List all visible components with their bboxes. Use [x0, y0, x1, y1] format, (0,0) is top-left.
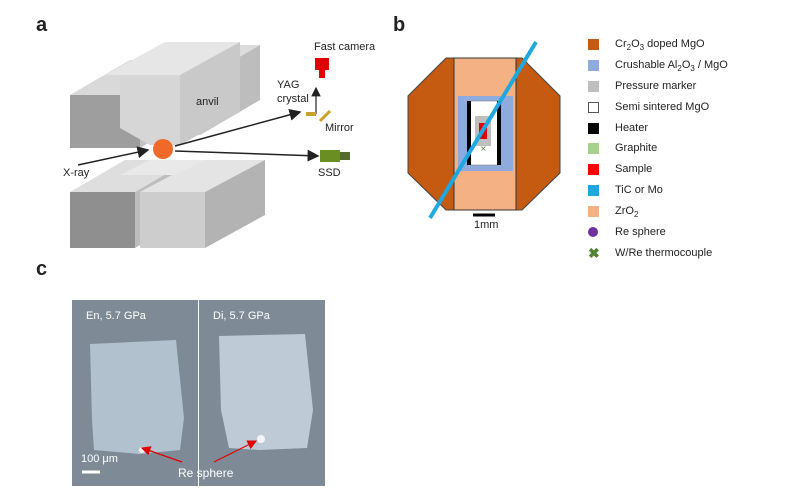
legend-swatch	[588, 39, 599, 50]
yag-label: YAG	[277, 79, 299, 91]
anvil-block	[120, 160, 205, 175]
sample-cell	[153, 139, 173, 159]
anvil-block	[105, 42, 240, 75]
beam-arrow-mirror	[174, 108, 302, 147]
micrograph-di: Di, 5.7 GPa	[199, 300, 325, 486]
legend-swatch	[588, 80, 599, 92]
legend-label: Crushable Al2O3 / MgO	[615, 58, 728, 74]
panel-label-a: a	[36, 14, 48, 36]
anvil-block	[140, 160, 265, 192]
crystal-label: crystal	[277, 93, 309, 105]
micrograph-title-en: En, 5.7 GPa	[86, 310, 146, 322]
legend-label: Sample	[615, 163, 653, 176]
heater	[467, 101, 471, 165]
legend-swatch	[588, 164, 599, 176]
anvil-block	[70, 192, 135, 248]
legend-label: W/Re thermocouple	[615, 246, 713, 259]
yag-crystal	[306, 112, 316, 116]
re-sphere-label: Re sphere	[178, 466, 234, 480]
anvil-block	[205, 160, 265, 248]
heater	[497, 101, 501, 165]
scale-label-b: 1mm	[474, 219, 498, 231]
legend-swatch	[588, 185, 599, 197]
legend-swatch	[588, 59, 599, 71]
xray-label: X-ray	[63, 167, 90, 179]
xray-arrow	[77, 146, 150, 166]
thermocouple-mark: ×	[480, 144, 487, 153]
legend-label: Cr2O3 doped MgO	[615, 38, 705, 53]
legend-label: Re sphere	[615, 226, 666, 239]
zro2-plug	[470, 60, 500, 90]
mirror	[318, 109, 332, 123]
legend-label: Graphite	[615, 142, 658, 155]
anvil-block	[180, 42, 240, 145]
legend-swatch	[588, 122, 599, 134]
legend-label: TiC or Mo	[615, 184, 663, 197]
beam-arrow-ssd	[174, 149, 320, 162]
legend-swatch: ✖	[588, 244, 600, 261]
anvil-label: anvil	[196, 96, 219, 108]
legend-swatch	[588, 143, 599, 155]
legend-label: Heater	[615, 121, 649, 134]
legend-label: Semi sintered MgO	[615, 100, 710, 113]
ssd-detector-icon	[320, 150, 350, 162]
mirror-label: Mirror	[325, 122, 354, 134]
micrograph-en: En, 5.7 GPa	[72, 300, 198, 486]
legend-swatch	[588, 227, 598, 238]
ssd-label: SSD	[318, 167, 341, 179]
fast-camera-icon	[315, 58, 329, 78]
micrograph-di-image	[199, 300, 325, 486]
anvil-block	[140, 192, 205, 248]
micrograph-en-image	[72, 300, 198, 486]
micrograph-title-di: Di, 5.7 GPa	[213, 310, 270, 322]
anvil-block	[120, 75, 180, 145]
panel-label-b: b	[393, 14, 406, 36]
cell-cross-section: ×	[407, 40, 561, 220]
fast-camera-label: Fast camera	[314, 41, 376, 53]
legend-label: Pressure marker	[615, 79, 697, 92]
tic-electrode	[428, 40, 538, 220]
panel-label-c: c	[36, 258, 48, 280]
anvil-assembly	[70, 42, 321, 248]
legend-swatch	[588, 206, 599, 218]
legend-label: ZrO2	[615, 205, 639, 220]
legend-swatch	[588, 101, 599, 113]
scale-label-c: 100 μm	[81, 453, 118, 465]
